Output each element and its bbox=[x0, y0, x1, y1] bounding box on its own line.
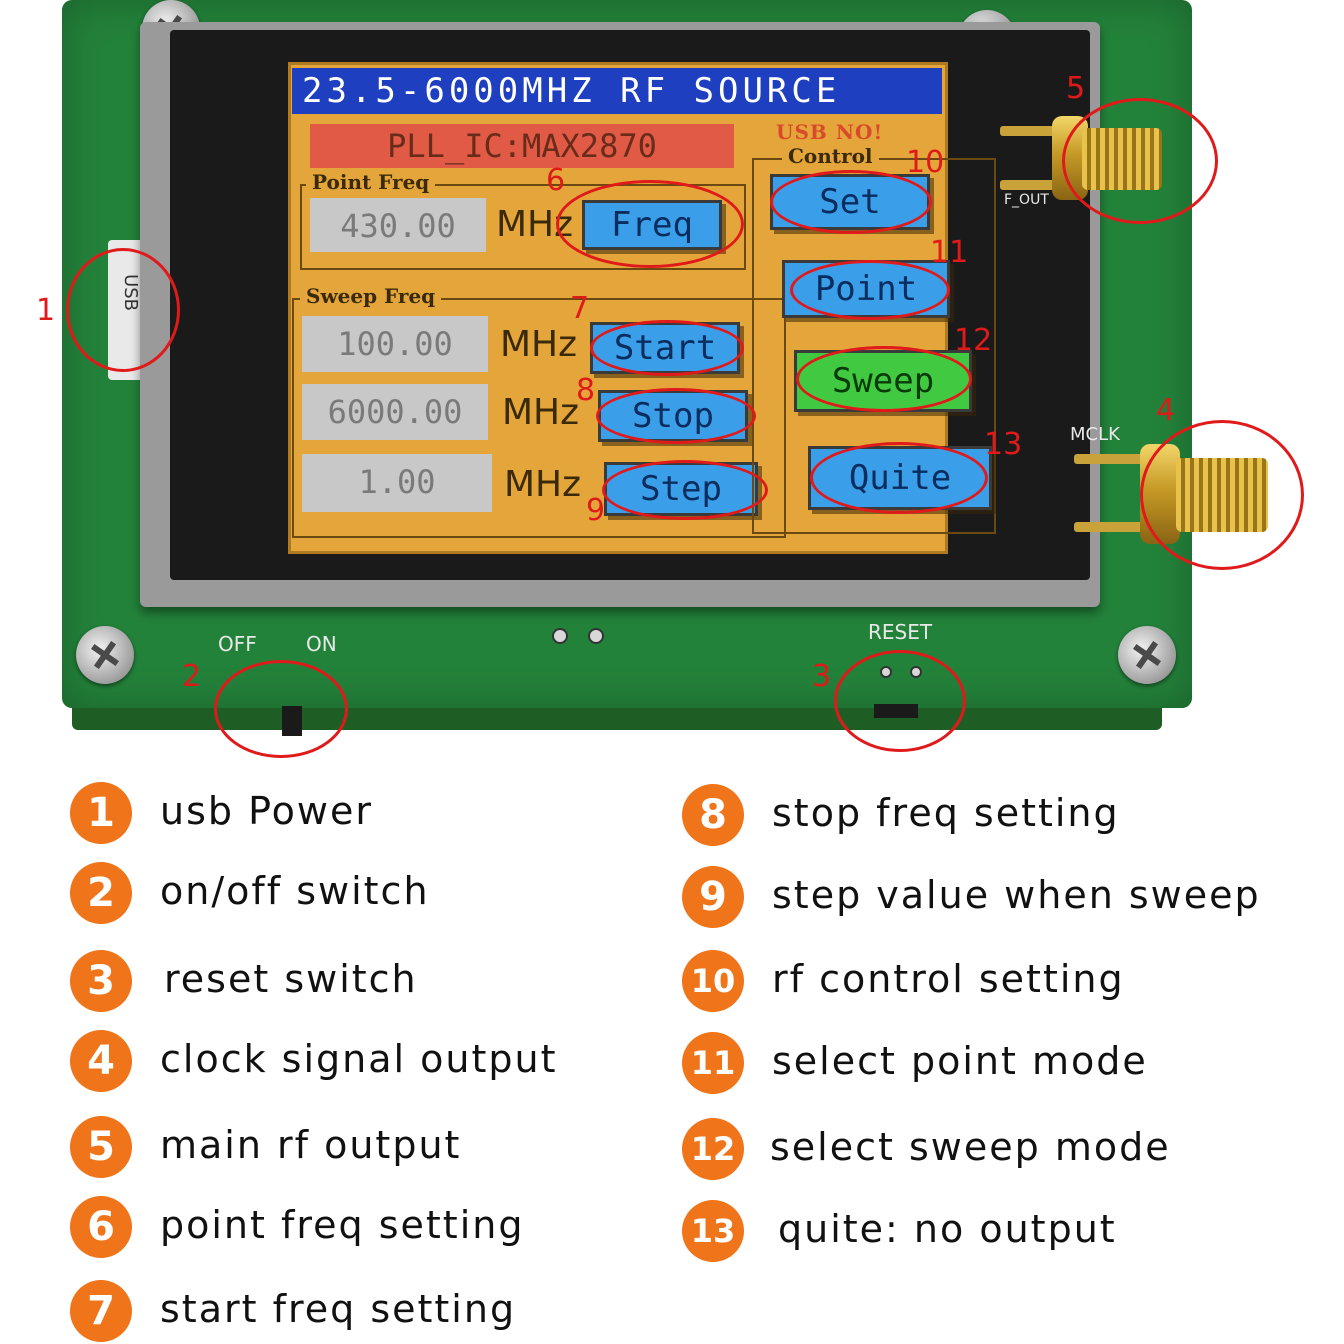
point-freq-field[interactable]: 430.00 bbox=[310, 198, 486, 252]
legend-badge: 6 bbox=[70, 1196, 132, 1258]
stop-freq-field[interactable]: 6000.00 bbox=[302, 384, 488, 440]
callout-circle-12 bbox=[796, 346, 972, 412]
callout-number-11: 11 bbox=[930, 235, 969, 270]
rf-out-label: F_OUT bbox=[1004, 192, 1049, 208]
callout-number-3: 3 bbox=[812, 659, 832, 694]
callout-number-4: 4 bbox=[1156, 393, 1176, 428]
sma-pin bbox=[1000, 126, 1060, 136]
legend-text: stop freq setting bbox=[772, 791, 1120, 835]
screw-icon bbox=[1118, 626, 1176, 684]
callout-number-1: 1 bbox=[36, 293, 56, 328]
control-title: Control bbox=[782, 144, 879, 168]
legend-badge: 10 bbox=[682, 950, 744, 1012]
legend-text: quite: no output bbox=[778, 1207, 1117, 1251]
usb-status: USB NO! bbox=[776, 120, 884, 144]
callout-number-9: 9 bbox=[586, 493, 606, 528]
callout-circle-6 bbox=[556, 180, 744, 268]
legend-text: reset switch bbox=[164, 957, 418, 1001]
screw-icon bbox=[76, 626, 134, 684]
reset-label: RESET bbox=[868, 620, 933, 644]
lcd-title: 23.5-6000MHZ RF SOURCE bbox=[292, 68, 942, 114]
callout-circle-5 bbox=[1062, 98, 1218, 224]
legend-text: main rf output bbox=[160, 1123, 462, 1167]
legend-text: select sweep mode bbox=[770, 1125, 1171, 1169]
legend-badge: 9 bbox=[682, 866, 744, 928]
point-freq-title: Point Freq bbox=[306, 170, 436, 194]
legend-text: rf control setting bbox=[772, 957, 1125, 1001]
legend-badge: 7 bbox=[70, 1280, 132, 1342]
test-pad bbox=[588, 628, 604, 644]
point-freq-group bbox=[300, 184, 746, 270]
legend-text: select point mode bbox=[772, 1039, 1148, 1083]
legend-text: usb Power bbox=[160, 789, 373, 833]
callout-circle-13 bbox=[810, 442, 988, 514]
sweep-freq-title: Sweep Freq bbox=[300, 284, 442, 308]
step-field[interactable]: 1.00 bbox=[302, 454, 492, 512]
callout-number-13: 13 bbox=[984, 427, 1023, 462]
sma-pin bbox=[1074, 454, 1154, 464]
legend-badge: 8 bbox=[682, 784, 744, 846]
callout-number-7: 7 bbox=[570, 291, 590, 326]
mclk-label: MCLK bbox=[1070, 424, 1120, 445]
test-pad bbox=[552, 628, 568, 644]
callout-circle-9 bbox=[602, 460, 768, 520]
callout-number-10: 10 bbox=[906, 145, 945, 180]
legend-text: start freq setting bbox=[160, 1287, 517, 1331]
callout-circle-11 bbox=[790, 260, 950, 320]
legend-text: step value when sweep bbox=[772, 873, 1261, 917]
legend-badge: 4 bbox=[70, 1030, 132, 1092]
callout-circle-1 bbox=[66, 248, 180, 372]
legend-text: clock signal output bbox=[160, 1037, 558, 1081]
legend-text: point freq setting bbox=[160, 1203, 525, 1247]
sma-pin bbox=[1074, 522, 1154, 532]
pll-label: PLL_IC:MAX2870 bbox=[310, 124, 734, 168]
callout-number-5: 5 bbox=[1066, 71, 1086, 106]
legend-badge: 2 bbox=[70, 862, 132, 924]
callout-number-6: 6 bbox=[546, 163, 566, 198]
callout-circle-8 bbox=[596, 388, 756, 444]
legend-badge: 5 bbox=[70, 1116, 132, 1178]
callout-number-2: 2 bbox=[182, 659, 202, 694]
start-freq-unit: MHz bbox=[500, 324, 578, 365]
off-label: OFF bbox=[218, 632, 257, 656]
start-freq-field[interactable]: 100.00 bbox=[302, 316, 488, 372]
callout-number-12: 12 bbox=[954, 323, 993, 358]
step-unit: MHz bbox=[504, 464, 582, 505]
sma-pin bbox=[1000, 180, 1060, 190]
callout-circle-3 bbox=[834, 650, 966, 752]
legend-badge: 1 bbox=[70, 782, 132, 844]
on-label: ON bbox=[306, 632, 337, 656]
legend-badge: 12 bbox=[682, 1118, 744, 1180]
callout-circle-7 bbox=[590, 320, 744, 376]
callout-number-8: 8 bbox=[576, 373, 596, 408]
legend-text: on/off switch bbox=[160, 869, 430, 913]
legend-badge: 13 bbox=[682, 1200, 744, 1262]
callout-circle-4 bbox=[1140, 420, 1304, 570]
sweep-freq-group bbox=[292, 298, 786, 538]
legend-badge: 3 bbox=[70, 950, 132, 1012]
callout-circle-10 bbox=[770, 170, 932, 234]
legend-badge: 11 bbox=[682, 1032, 744, 1094]
callout-circle-2 bbox=[214, 660, 348, 758]
stop-freq-unit: MHz bbox=[502, 392, 580, 433]
